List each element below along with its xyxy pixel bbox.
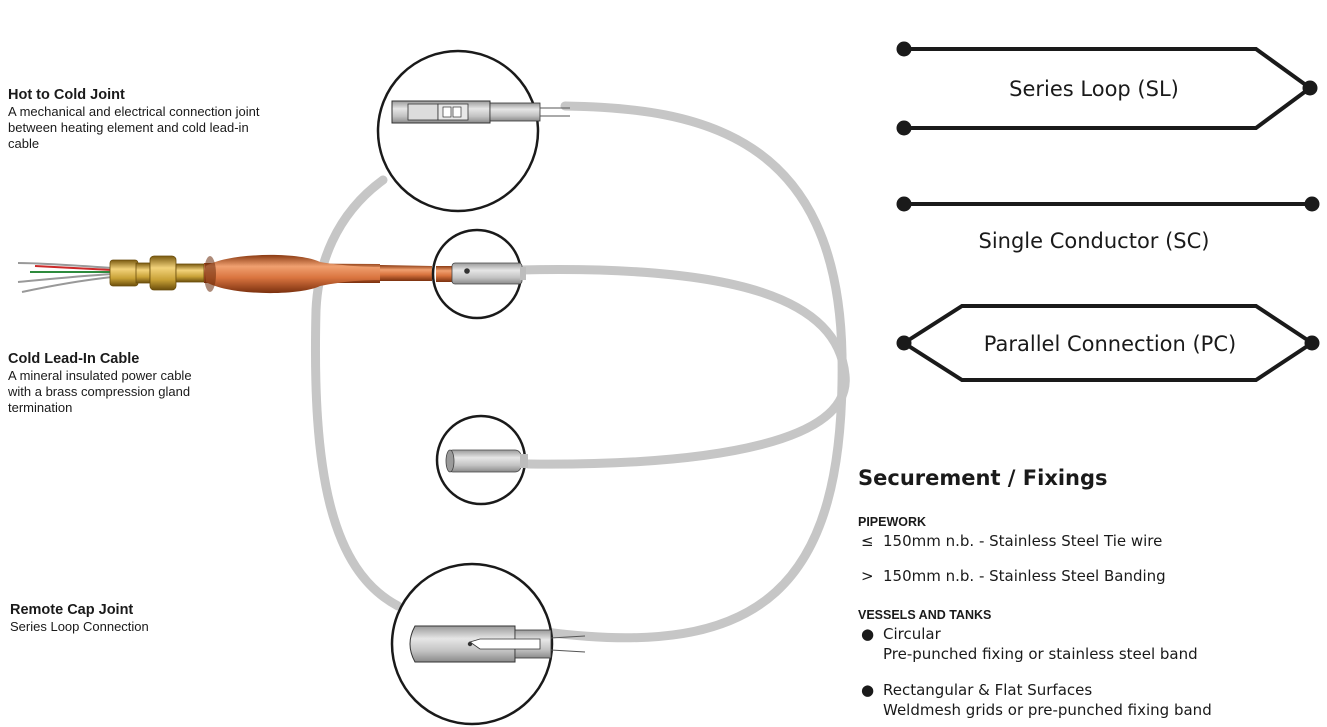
terminal-dot	[896, 120, 912, 136]
heating-cable-loop	[311, 101, 850, 643]
callout-desc-line: Series Loop Connection	[10, 619, 149, 634]
callout-desc-line: with a brass compression gland	[8, 384, 191, 399]
callout-desc-line: A mechanical and electrical connection j…	[8, 104, 260, 119]
cold-lead-in-cable-title: Cold Lead-In Cable	[8, 351, 140, 367]
series-loop-diagram	[896, 41, 1318, 136]
callout-desc-line: termination	[8, 400, 73, 415]
parallel-connection-label: Parallel Connection (PC)	[984, 332, 1236, 356]
single-conductor-label: Single Conductor (SC)	[978, 229, 1209, 253]
fixing-item: ● Circular Pre-punched fixing or stainles…	[861, 624, 1198, 664]
fixing-item: >150mm n.b. - Stainless Steel Banding	[861, 566, 1166, 586]
terminal-dot	[896, 41, 912, 57]
fixing-item-text: Pre-punched fixing or stainless steel ba…	[883, 645, 1198, 663]
callout-desc-line: A mineral insulated power cable	[8, 368, 192, 383]
single-conductor-diagram	[896, 196, 1320, 212]
less-equal-symbol: ≤	[861, 532, 874, 550]
parallel-connection-diagram	[896, 304, 1320, 382]
fixing-item-text: Weldmesh grids or pre-punched fixing ban…	[883, 701, 1212, 719]
hot-to-cold-joint-magnifier	[376, 49, 570, 213]
cable-joint-magnifier	[431, 228, 526, 320]
fixing-item-title: Rectangular & Flat Surfaces	[883, 681, 1093, 699]
terminal-dot	[896, 335, 912, 351]
bullet-icon: ●	[861, 625, 875, 643]
callout-desc-line: between heating element and cold lead-in	[8, 120, 249, 135]
terminal-dot	[1304, 196, 1320, 212]
greater-than-symbol: >	[861, 567, 874, 585]
series-loop-label: Series Loop (SL)	[1009, 77, 1179, 101]
brass-gland	[109, 255, 205, 291]
remote-cap-joint-callout: Remote Cap Joint Series Loop Connection	[10, 601, 149, 635]
hot-to-cold-joint-title: Hot to Cold Joint	[8, 87, 125, 103]
vessels-tanks-subheading: VESSELS AND TANKS	[858, 608, 992, 622]
cold-lead-in-cable-callout: Cold Lead-In Cable A mineral insulated p…	[8, 350, 192, 416]
bullet-icon: ●	[861, 681, 875, 699]
remote-cap-joint-title: Remote Cap Joint	[10, 602, 134, 618]
fixing-item-text: 150mm n.b. - Stainless Steel Banding	[883, 567, 1166, 585]
fixing-item: ≤150mm n.b. - Stainless Steel Tie wire	[861, 531, 1162, 551]
terminal-dot	[896, 196, 912, 212]
fixing-item-title: Circular	[883, 625, 941, 643]
remote-cap-joint-magnifier	[390, 562, 586, 726]
cable-end-magnifier	[435, 414, 528, 506]
callout-desc-line: cable	[8, 136, 40, 151]
conductor-wires	[17, 262, 113, 293]
fixing-item-text: 150mm n.b. - Stainless Steel Tie wire	[883, 532, 1163, 550]
terminal-dot	[1302, 80, 1318, 96]
hot-to-cold-joint-callout: Hot to Cold Joint A mechanical and elect…	[8, 86, 259, 152]
securement-fixings-heading: Securement / Fixings	[858, 466, 1108, 490]
fixing-item: ● Rectangular & Flat Surfaces Weldmesh gr…	[861, 680, 1212, 720]
terminal-dot	[1304, 335, 1320, 351]
pipework-subheading: PIPEWORK	[858, 515, 927, 529]
cold-lead-in-cable	[17, 254, 432, 294]
